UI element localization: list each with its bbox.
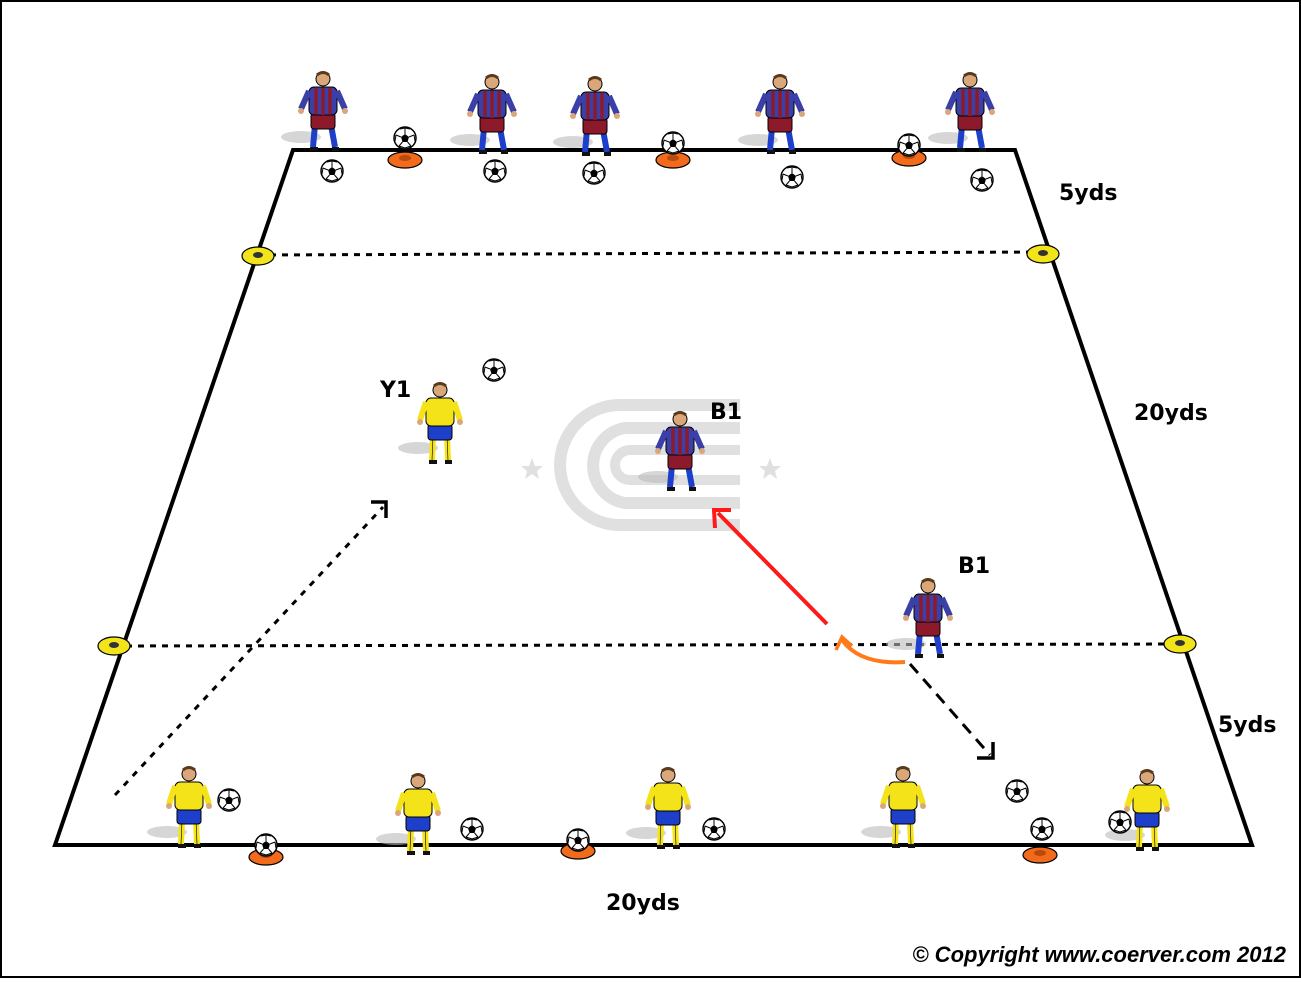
soccer-ball-icon	[217, 788, 241, 812]
soccer-ball-icon	[582, 161, 606, 185]
soccer-ball-icon	[393, 126, 417, 150]
yellow-player-figure	[376, 774, 441, 853]
soccer-ball-icon	[970, 168, 994, 192]
bottom-depth-label: 5yds	[1218, 713, 1277, 738]
soccer-ball-icon	[1030, 817, 1054, 841]
run-path-arrow	[908, 663, 995, 760]
copyright-text: © Copyright www.coerver.com 2012	[912, 942, 1286, 967]
soccer-ball-icon	[1005, 779, 1029, 803]
yellow-player-figure	[147, 767, 212, 846]
width-label: 20yds	[606, 891, 680, 916]
yellow-player-figure	[1105, 770, 1170, 849]
yellow-player-figure	[861, 767, 926, 846]
cone-icon	[387, 151, 423, 169]
blue-player-figure	[553, 77, 620, 154]
player-label-b1-attacker: B1	[958, 554, 990, 579]
coerver-logo	[521, 399, 781, 531]
top-depth-label: 5yds	[1059, 181, 1118, 206]
yellow-player-figure	[626, 768, 691, 847]
dribble-path-arrow	[113, 500, 388, 797]
cone-icon	[1163, 634, 1197, 654]
soccer-ball-icon	[897, 133, 921, 157]
player-label-b1-center: B1	[710, 400, 742, 425]
blue-player-figure	[450, 75, 517, 152]
soccer-ball-icon	[780, 165, 804, 189]
soccer-ball-icon	[482, 358, 506, 382]
soccer-ball-icon	[661, 131, 685, 155]
blue-player-figure	[928, 73, 995, 150]
top-zone-line	[257, 250, 1044, 257]
cone-icon	[241, 246, 275, 266]
cone-icon	[1022, 846, 1058, 864]
turn-arrow	[834, 634, 906, 665]
cone-icon	[1026, 244, 1060, 264]
middle-depth-label: 20yds	[1134, 401, 1208, 426]
soccer-ball-icon	[702, 817, 726, 841]
soccer-ball-icon	[320, 159, 344, 183]
soccer-ball-icon	[460, 817, 484, 841]
soccer-ball-icon	[566, 828, 590, 852]
player-label-y1: Y1	[379, 378, 411, 403]
cone-icon	[97, 636, 131, 656]
blue-player-figure	[738, 75, 805, 152]
soccer-ball-icon	[1108, 810, 1132, 834]
soccer-ball-icon	[483, 159, 507, 183]
pass-arrow	[711, 508, 829, 626]
blue-player-figure	[281, 72, 348, 149]
bottom-zone-line	[113, 642, 1181, 648]
soccer-ball-icon	[254, 833, 278, 857]
